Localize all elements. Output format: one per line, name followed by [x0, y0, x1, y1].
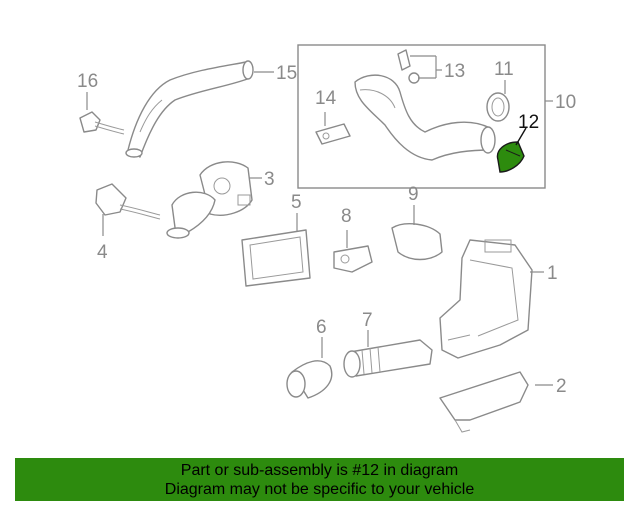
callout-4: 4 [97, 242, 108, 263]
callout-13: 13 [444, 61, 465, 82]
part-1-airbox-housing[interactable] [439, 239, 533, 359]
part-9-cover[interactable] [391, 223, 443, 261]
callout-1: 1 [547, 263, 558, 284]
part-15-intake-duct[interactable] [125, 60, 254, 158]
footer-line-1: Part or sub-assembly is #12 in diagram [180, 462, 459, 479]
callout-5: 5 [291, 192, 302, 213]
part-7-corrugated-hose[interactable] [343, 339, 433, 378]
footer-line-2: Diagram may not be specific to your vehi… [164, 481, 475, 498]
callout-2: 2 [556, 376, 567, 397]
footer-banner: Part or sub-assembly is #12 in diagram D… [15, 458, 624, 501]
part-13-fitting[interactable] [397, 49, 420, 84]
part-8-sensor[interactable] [333, 245, 373, 273]
part-3-throttle-housing[interactable] [166, 161, 253, 239]
callout-15: 15 [276, 63, 297, 84]
assembly-10-frame [297, 44, 546, 189]
callout-10: 10 [555, 92, 576, 113]
callout-3: 3 [264, 169, 275, 190]
callout-6: 6 [316, 317, 327, 338]
leader-12 [515, 127, 527, 146]
part-4-bracket[interactable] [95, 183, 161, 220]
callout-8: 8 [341, 206, 352, 227]
part-12-clamp-highlighted[interactable] [496, 141, 525, 173]
part-11-clamp-ring[interactable] [486, 92, 510, 122]
callout-12: 12 [518, 112, 539, 133]
callout-9: 9 [408, 184, 419, 205]
part-10-intake-duct-assembly[interactable] [354, 74, 496, 161]
part-16-bracket[interactable] [79, 111, 125, 135]
part-2-lower-bracket[interactable] [439, 371, 529, 433]
callout-7: 7 [362, 310, 373, 331]
part-6-elbow-hose[interactable] [286, 360, 333, 399]
parts-diagram: 10 15 16 3 4 5 [77, 44, 576, 433]
callout-14: 14 [315, 88, 337, 109]
part-5-air-filter[interactable] [241, 229, 311, 287]
part-14-sensor[interactable] [315, 123, 351, 145]
callout-11: 11 [494, 59, 514, 80]
callout-16: 16 [77, 71, 98, 92]
